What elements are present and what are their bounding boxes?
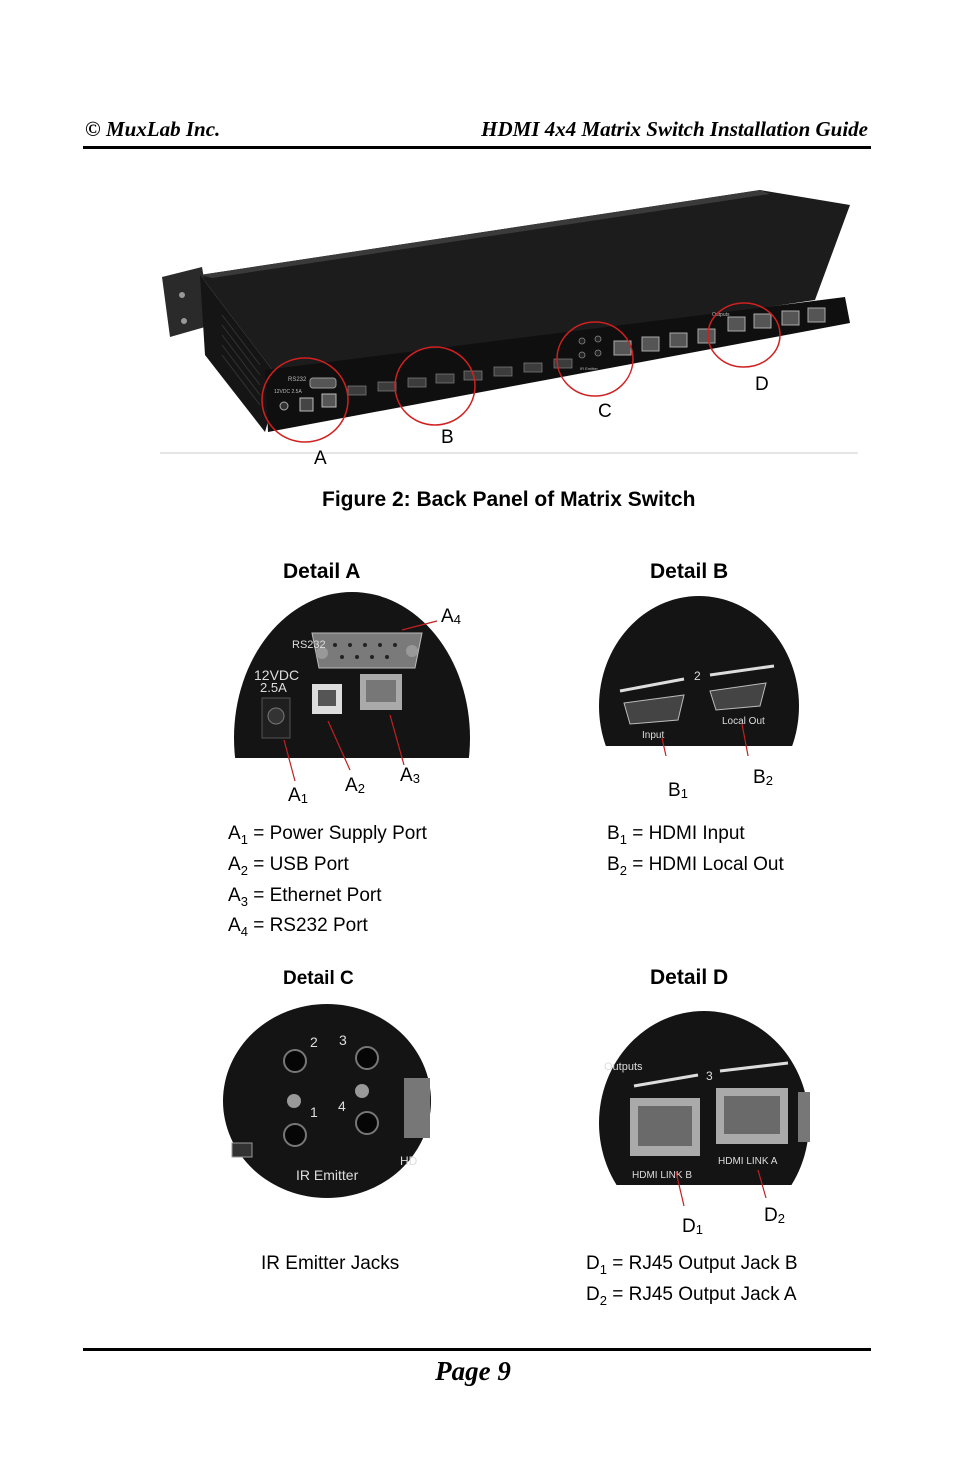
detail-d-callout-2: D2 <box>764 1205 785 1226</box>
detail-c-n4-text: 4 <box>338 1098 346 1114</box>
detail-d-legend: D1 = RJ45 Output Jack B D2 = RJ45 Output… <box>586 1251 798 1313</box>
detail-b-callout-1: B1 <box>668 780 688 801</box>
detail-c-n1-text: 1 <box>310 1104 318 1120</box>
detail-b-input-text: Input <box>642 730 664 741</box>
callout-a: A <box>314 448 327 469</box>
panel-ir-text: IR Emitter <box>580 366 598 371</box>
legend-item: D2 = RJ45 Output Jack A <box>586 1283 797 1308</box>
legend-item: A4 = RS232 Port <box>228 915 368 940</box>
detail-d-title: Detail D <box>650 966 729 989</box>
callout-circles <box>261 302 781 443</box>
detail-d-linka-text: HDMI LINK A <box>718 1156 778 1167</box>
detail-a-callout-4: A4 <box>441 606 461 627</box>
detail-b-photo: 2 Input Local Out <box>598 596 800 816</box>
figure-caption: Figure 2: Back Panel of Matrix Switch <box>322 488 696 511</box>
detail-a-callout-1: A1 <box>288 785 308 806</box>
detail-d-photo: Outputs 3 HDMI LINK B HDMI LINK A <box>598 1008 810 1235</box>
detail-a-rs232-text: RS232 <box>292 639 326 651</box>
detail-a-callout-2: A2 <box>345 775 365 796</box>
detail-c-n2-text: 2 <box>310 1034 318 1050</box>
legend-item: A2 = USB Port <box>228 853 349 878</box>
header-right: HDMI 4x4 Matrix Switch Installation Guid… <box>481 117 868 141</box>
detail-a-amp-text: 2.5A <box>260 680 287 695</box>
detail-c-hd-text: HD <box>400 1154 418 1168</box>
footer-rule <box>83 1348 871 1351</box>
panel-power-text: 12VDC 2.5A <box>274 389 302 395</box>
page-number: Page 9 <box>435 1356 511 1386</box>
detail-d-callout-1: D1 <box>682 1216 703 1237</box>
back-panel-photo: RS232 12VDC 2.5A Outputs IR Emitter <box>160 185 858 475</box>
callout-d: D <box>755 374 769 395</box>
detail-d-outputs-text: Outputs <box>604 1061 643 1073</box>
detail-b-legend: B1 = HDMI Input B2 = HDMI Local Out <box>607 821 784 883</box>
detail-b-group-text: 2 <box>694 669 701 683</box>
header-rule <box>83 146 871 149</box>
detail-a-legend: A1 = Power Supply Port A2 = USB Port A3 … <box>228 821 427 944</box>
detail-c-legend: IR Emitter Jacks <box>261 1253 400 1274</box>
detail-d-leader-lines <box>675 1170 767 1207</box>
detail-d-linkb-text: HDMI LINK B <box>632 1170 692 1181</box>
legend-item: B2 = HDMI Local Out <box>607 853 784 878</box>
panel-outputs-text: Outputs <box>712 312 730 318</box>
detail-b-callout-2: B2 <box>753 767 773 788</box>
detail-c-title: Detail C <box>283 968 354 989</box>
header-left: © MuxLab Inc. <box>85 117 221 141</box>
legend-item: A1 = Power Supply Port <box>228 823 427 847</box>
detail-b-localout-text: Local Out <box>722 716 765 727</box>
callout-c: C <box>598 401 612 422</box>
detail-c-photo: 2 3 1 4 IR Emitter HD <box>222 1003 432 1199</box>
detail-b-title: Detail B <box>650 560 729 583</box>
detail-a-callout-3: A3 <box>400 765 420 786</box>
legend-item: A3 = Ethernet Port <box>228 884 382 909</box>
detail-c-n3-text: 3 <box>339 1032 347 1048</box>
detail-a-photo: RS232 12VDC 2.5A <box>232 588 472 884</box>
panel-rs232-text: RS232 <box>288 377 307 383</box>
detail-d-group-text: 3 <box>706 1069 713 1083</box>
detail-a-title: Detail A <box>283 560 361 583</box>
detail-c-ir-text: IR Emitter <box>296 1167 359 1183</box>
legend-item: D1 = RJ45 Output Jack B <box>586 1253 798 1277</box>
legend-item: B1 = HDMI Input <box>607 823 745 847</box>
detail-a-volt-text: 12VDC <box>254 667 299 683</box>
callout-b: B <box>441 427 454 448</box>
